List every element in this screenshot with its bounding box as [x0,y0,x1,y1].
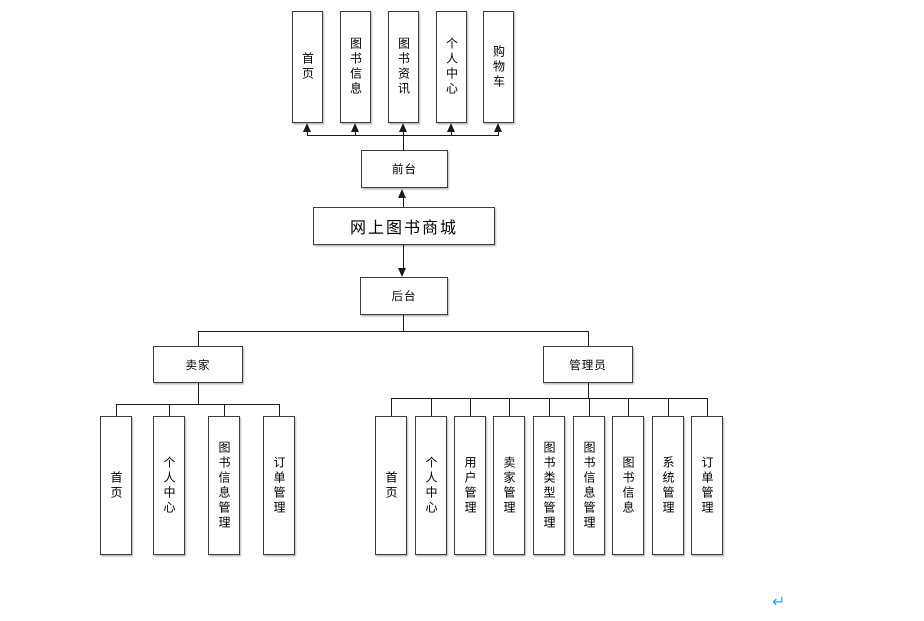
admin-user-management-box: 用户管理 [454,416,486,555]
front-personal-center-label: 个人中心 [444,37,459,97]
connector-line [589,398,590,416]
seller-personal-center-label: 个人中心 [162,455,176,516]
admin-personal-center-label: 个人中心 [424,455,438,516]
connector-line [588,383,589,398]
front-label: 前台 [392,164,417,176]
connector-line [116,404,117,416]
admin-home-box: 首页 [375,416,407,555]
seller-home-label: 首页 [109,470,123,501]
root-box: 网上图书商城 [313,207,495,245]
admin-order-management-label: 订单管理 [700,455,714,516]
connector-line [355,131,356,136]
connector-line [431,398,432,416]
arrow-up-icon [398,189,406,198]
admin-book-info-management-label: 图书信息管理 [582,440,596,531]
connector-line [198,331,199,346]
admin-user-management-label: 用户管理 [463,455,477,516]
connector-line [588,331,589,346]
connector-line [169,404,170,416]
front-personal-center-box: 个人中心 [436,11,467,123]
arrow-up-icon [351,123,359,132]
paragraph-return-mark: ↵ [772,592,786,611]
connector-line [549,398,550,416]
seller-book-info-management-box: 图书信息管理 [208,416,240,555]
arrow-up-icon [303,123,311,132]
front-home-box: 首页 [292,11,323,123]
admin-label: 管理员 [569,359,607,372]
connector-line [509,398,510,416]
admin-order-management-box: 订单管理 [691,416,723,555]
connector-line [224,404,225,416]
admin-personal-center-box: 个人中心 [415,416,447,555]
back-box: 后台 [360,277,448,315]
front-shopping-cart-label: 购物车 [491,44,506,90]
connector-line [403,135,404,150]
back-label: 后台 [391,291,417,303]
seller-order-management-label: 订单管理 [272,455,286,516]
admin-home-label: 首页 [384,470,398,501]
front-book-info-label: 图书信息 [348,37,363,97]
seller-box: 卖家 [153,346,243,383]
connector-line [403,245,404,268]
connector-line [707,398,708,416]
seller-label: 卖家 [185,359,211,372]
admin-book-type-management-box: 图书类型管理 [533,416,565,555]
admin-book-type-management-label: 图书类型管理 [542,440,556,531]
connector-line [307,131,308,136]
connector-line [391,398,392,416]
seller-bus-line [116,404,280,405]
front-book-info-box: 图书信息 [340,11,371,123]
admin-system-management-box: 系统管理 [652,416,684,555]
connector-line [628,398,629,416]
seller-personal-center-box: 个人中心 [153,416,185,555]
front-home-label: 首页 [300,52,315,82]
connector-line [470,398,471,416]
admin-box: 管理员 [543,346,633,383]
connector-line [451,131,452,136]
front-book-news-label: 图书资讯 [396,37,411,97]
admin-book-info-box: 图书信息 [612,416,644,555]
arrow-down-icon [398,268,406,277]
connector-line [403,197,404,207]
connector-line [403,131,404,136]
connector-line [198,383,199,404]
admin-system-management-label: 系统管理 [661,455,675,516]
front-book-news-box: 图书资讯 [388,11,419,123]
connector-line [498,131,499,136]
arrow-up-icon [494,123,502,132]
admin-seller-management-box: 卖家管理 [493,416,525,555]
connector-line [403,315,404,331]
seller-book-info-management-label: 图书信息管理 [217,440,231,531]
connector-line [668,398,669,416]
arrow-up-icon [399,123,407,132]
admin-seller-management-label: 卖家管理 [502,455,516,516]
front-shopping-cart-box: 购物车 [483,11,514,123]
seller-order-management-box: 订单管理 [263,416,295,555]
front-box: 前台 [361,150,448,188]
admin-book-info-label: 图书信息 [621,455,635,516]
arrow-up-icon [447,123,455,132]
seller-home-box: 首页 [100,416,132,555]
admin-book-info-management-box: 图书信息管理 [573,416,605,555]
back-split-line [198,331,589,332]
root-label: 网上图书商城 [349,220,458,237]
connector-line [279,404,280,416]
